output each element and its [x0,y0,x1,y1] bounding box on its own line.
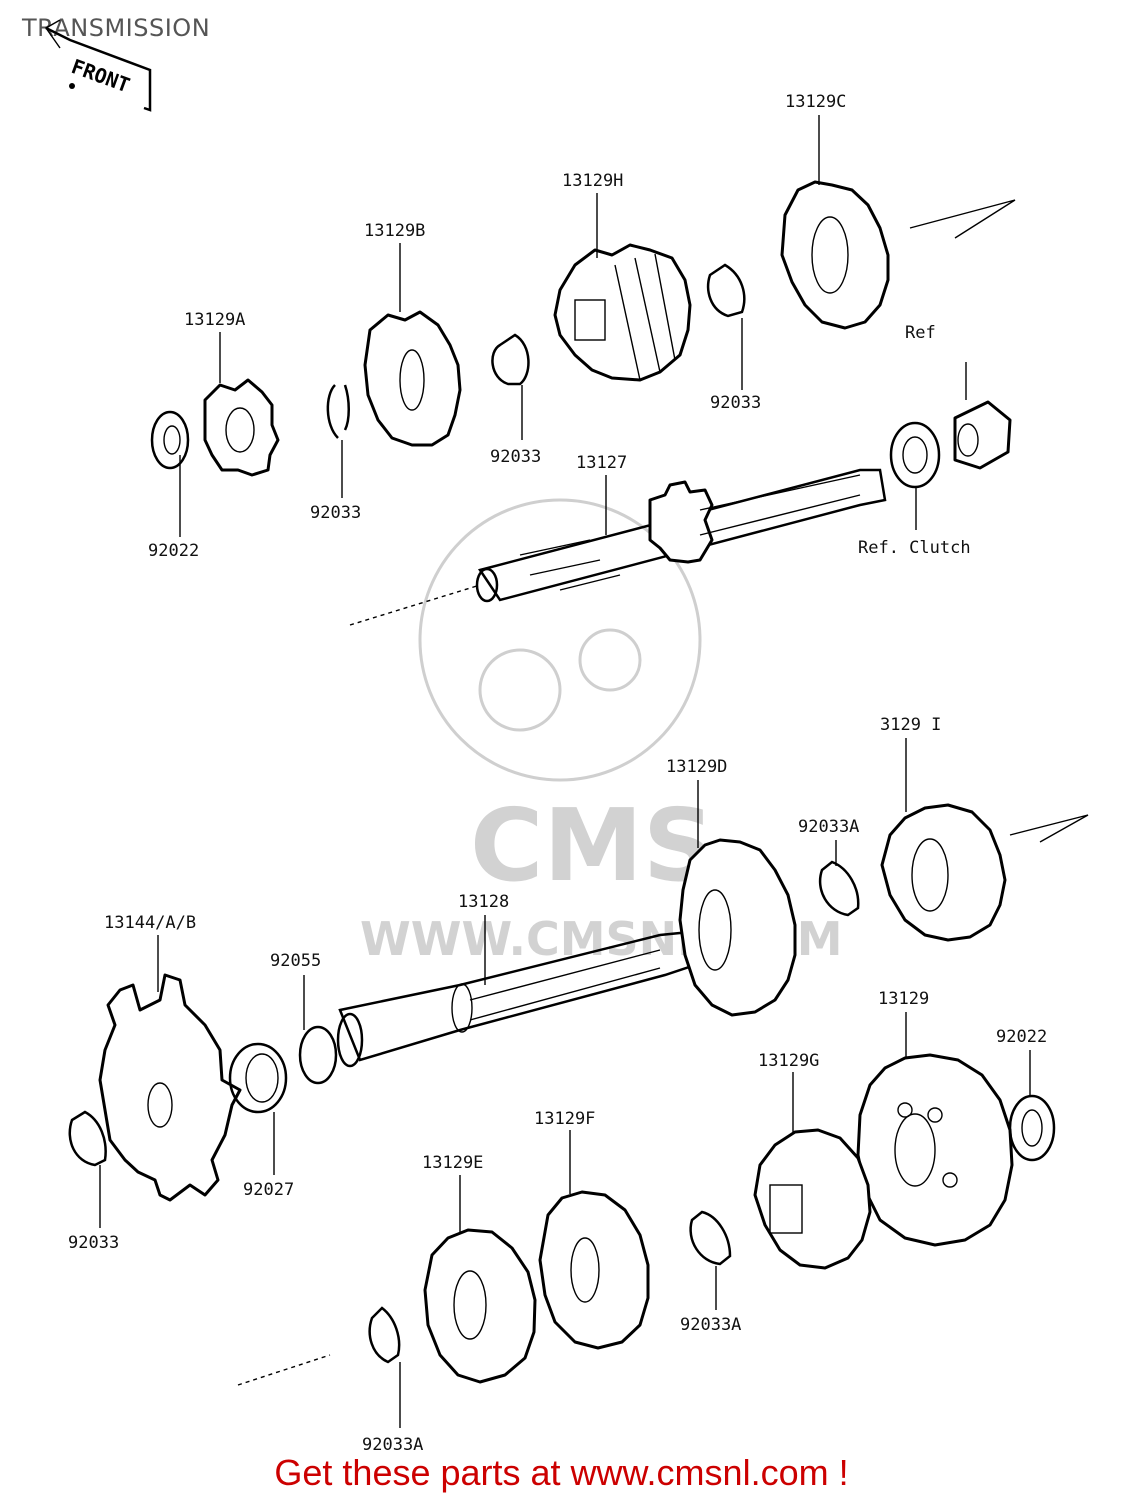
label-92022-top: 92022 [148,541,199,561]
gear-13129F [538,1190,650,1350]
gear-13129B [363,310,462,447]
washer-ref-clutch [889,421,941,489]
part-labels: 13129C 13129H 13129B 13129A 92033 92033 … [68,92,1047,1455]
label-ref-clutch: Ref. Clutch [858,538,971,558]
circlip-92033-b [491,333,530,386]
circlip-92033-a [326,384,350,439]
label-ref-nut: Ref [905,323,936,343]
label-13144: 13144/A/B [104,913,196,933]
label-92033-a: 92033 [310,503,361,523]
gear-13129H [553,243,692,382]
label-92027: 92027 [243,1180,294,1200]
main-shaft-13127 [349,468,887,626]
label-92033A-bottom: 92033A [362,1435,423,1455]
collar-92027 [228,1042,288,1114]
circlip-92033-d [68,1110,107,1167]
label-13127: 13127 [576,453,627,473]
label-13129G: 13129G [758,1051,819,1071]
label-13129I: 3129 I [880,715,941,735]
gear-13129C [780,180,1016,330]
sprocket-13144 [98,973,242,1202]
label-13129D: 13129D [666,757,727,777]
circlip-92033-c [706,263,746,318]
watermark-logo-text: CMS [470,787,715,904]
circlip-92033A-mid [689,1210,732,1266]
label-13129E: 13129E [422,1153,483,1173]
washer-92022-bottom [1008,1094,1056,1162]
oring-92055 [298,1025,338,1085]
label-92033-b: 92033 [490,447,541,467]
circlip-92033A-top [818,860,860,917]
gear-13129G [753,1128,872,1270]
label-92033-c: 92033 [710,393,761,413]
label-13129H: 13129H [562,171,623,191]
gear-13129E [237,1228,537,1386]
washer-92022-top [150,410,190,470]
label-92033-d: 92033 [68,1233,119,1253]
gear-13129 [856,1053,1014,1247]
label-13129F: 13129F [534,1109,595,1129]
footer-link-text[interactable]: Get these parts at www.cmsnl.com ! [274,1452,849,1493]
leader-lines [99,115,1031,1428]
label-13128: 13128 [458,892,509,912]
label-92033A-mid: 92033A [680,1315,741,1335]
gear-13129A [203,378,280,477]
circlip-92033A-bottom [368,1306,401,1364]
label-92033A-top: 92033A [798,817,859,837]
label-13129C: 13129C [785,92,846,112]
label-92022-bottom: 92022 [996,1027,1047,1047]
gear-13129D [678,838,797,1017]
front-marker: FRONT [44,19,152,112]
nut-ref [953,400,1012,470]
label-13129: 13129 [878,989,929,1009]
label-92055: 92055 [270,951,321,971]
label-13129A: 13129A [184,310,245,330]
gear-13129I [880,803,1089,942]
label-13129B: 13129B [364,221,425,241]
